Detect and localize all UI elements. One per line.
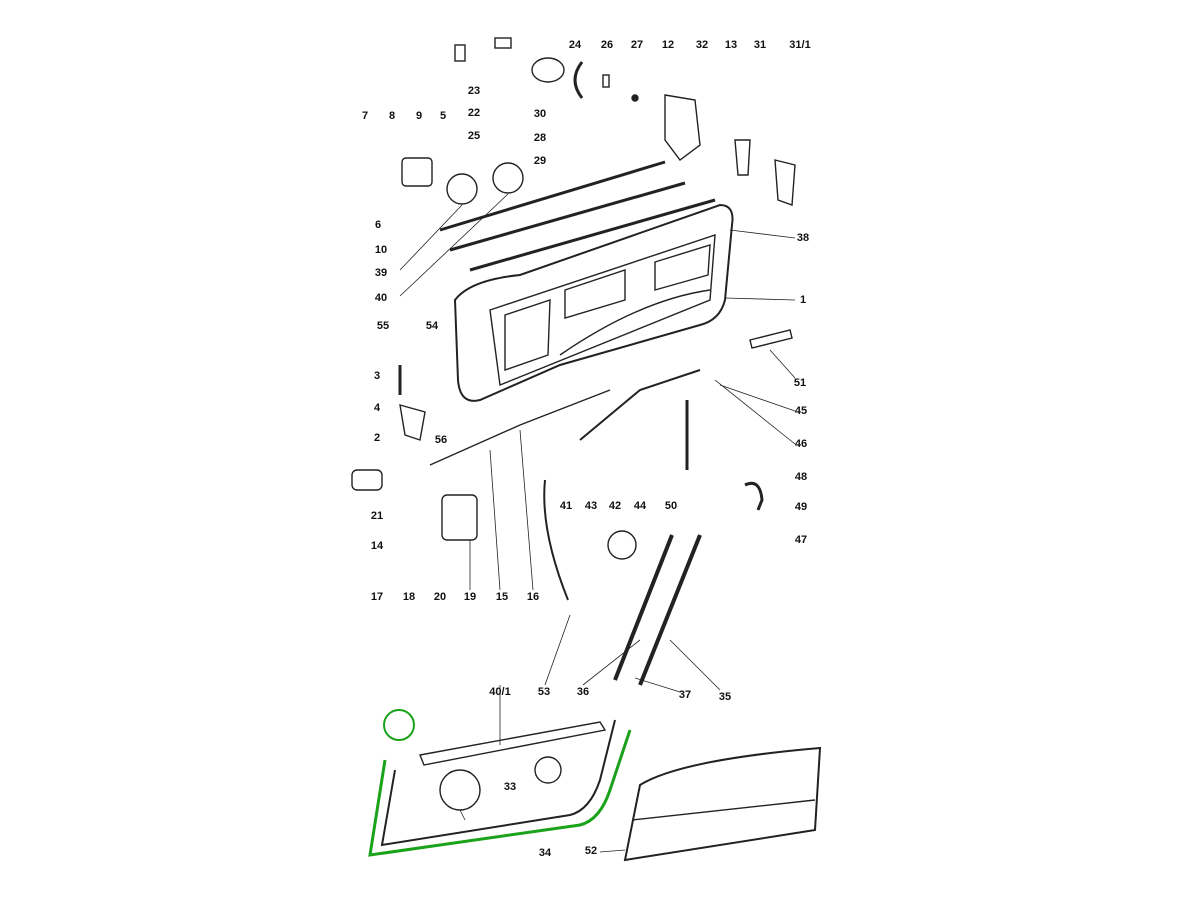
seal-34 bbox=[368, 729, 632, 857]
callout-label: 15 bbox=[495, 591, 509, 603]
rod-15 bbox=[429, 389, 611, 466]
callout-label: 16 bbox=[526, 591, 540, 603]
callout-label: 42 bbox=[608, 500, 622, 512]
callout-label: 40/1 bbox=[489, 686, 511, 698]
inner-handle-19 bbox=[441, 494, 478, 541]
key-23 bbox=[454, 44, 466, 62]
callout-label: 7 bbox=[361, 110, 369, 122]
strip-39 bbox=[439, 160, 666, 232]
callout-label: 28 bbox=[533, 132, 547, 144]
leader-lines bbox=[399, 193, 796, 853]
glass-52 bbox=[623, 746, 822, 862]
callout-label: 24 bbox=[568, 39, 582, 51]
callout-label: 52 bbox=[584, 845, 598, 857]
trim-51 bbox=[749, 329, 793, 349]
callout-label: 26 bbox=[600, 39, 614, 51]
callout-label: 12 bbox=[661, 39, 675, 51]
callout-label: 10 bbox=[374, 244, 388, 256]
key-23b bbox=[494, 37, 512, 49]
seal-33 bbox=[380, 719, 616, 847]
callout-label: 17 bbox=[370, 591, 384, 603]
callout-label: 36 bbox=[576, 686, 590, 698]
glass-trim bbox=[631, 799, 816, 821]
cable-regulator bbox=[543, 479, 569, 601]
hinge-2 bbox=[399, 404, 426, 441]
callout-label: 51 bbox=[793, 377, 807, 389]
callout-label: 30 bbox=[533, 108, 547, 120]
callout-label: 40 bbox=[374, 292, 388, 304]
callout-label: 50 bbox=[664, 500, 678, 512]
callout-label: 49 bbox=[794, 501, 808, 513]
handle-21 bbox=[351, 469, 383, 491]
callout-label: 4 bbox=[373, 402, 381, 414]
channel-36 bbox=[613, 534, 674, 681]
callout-label: 34 bbox=[538, 847, 552, 859]
callout-label: 55 bbox=[376, 320, 390, 332]
channel-profile-icon bbox=[607, 530, 637, 560]
strip-38 bbox=[469, 198, 716, 272]
callout-label: 1 bbox=[799, 294, 807, 306]
callout-label: 41 bbox=[559, 500, 573, 512]
callout-label: 56 bbox=[434, 434, 448, 446]
strip-40-1 bbox=[419, 721, 607, 766]
strip-40 bbox=[449, 181, 686, 252]
callout-label: 54 bbox=[425, 320, 439, 332]
callout-label: 25 bbox=[467, 130, 481, 142]
strip-profile-icon bbox=[492, 162, 524, 194]
callout-label: 27 bbox=[630, 39, 644, 51]
clip-26 bbox=[602, 74, 610, 88]
callout-label: 45 bbox=[794, 405, 808, 417]
callout-label: 37 bbox=[678, 689, 692, 701]
callout-label: 20 bbox=[433, 591, 447, 603]
callout-label: 33 bbox=[503, 781, 517, 793]
callout-label: 31 bbox=[753, 39, 767, 51]
lock-12 bbox=[664, 94, 701, 161]
handle-47 bbox=[744, 481, 764, 511]
door-shell bbox=[453, 203, 734, 402]
callout-label: 21 bbox=[370, 510, 384, 522]
callout-label: 47 bbox=[794, 534, 808, 546]
callout-label: 8 bbox=[388, 110, 396, 122]
callout-label: 39 bbox=[374, 267, 388, 279]
striker-31-1 bbox=[774, 159, 796, 206]
seal-profile-icon-3 bbox=[383, 709, 415, 741]
callout-label: 44 bbox=[633, 500, 647, 512]
callout-label: 18 bbox=[402, 591, 416, 603]
channel-35 bbox=[638, 534, 702, 686]
callout-label: 32 bbox=[695, 39, 709, 51]
callout-label: 6 bbox=[374, 219, 382, 231]
callout-label: 23 bbox=[467, 85, 481, 97]
callout-label: 46 bbox=[794, 438, 808, 450]
regulator-41 bbox=[579, 369, 701, 441]
callout-label: 13 bbox=[724, 39, 738, 51]
callout-label: 43 bbox=[584, 500, 598, 512]
seal-profile-icon-2 bbox=[439, 769, 481, 811]
callout-label: 9 bbox=[415, 110, 423, 122]
callout-label: 19 bbox=[463, 591, 477, 603]
callout-label: 29 bbox=[533, 155, 547, 167]
callout-label: 53 bbox=[537, 686, 551, 698]
callout-label: 31/1 bbox=[789, 39, 811, 51]
callout-label: 5 bbox=[439, 110, 447, 122]
strip-profile-icon-2 bbox=[534, 756, 562, 784]
callout-label: 48 bbox=[794, 471, 808, 483]
striker-31 bbox=[734, 139, 751, 176]
callout-label: 38 bbox=[796, 232, 810, 244]
seal-profile-icon bbox=[446, 173, 478, 205]
callout-label: 3 bbox=[373, 370, 381, 382]
callout-label: 22 bbox=[467, 107, 481, 119]
lock-22 bbox=[531, 57, 565, 83]
callout-label: 14 bbox=[370, 540, 384, 552]
callout-label: 35 bbox=[718, 691, 732, 703]
nut-27 bbox=[631, 94, 639, 102]
callout-label: 2 bbox=[373, 432, 381, 444]
seal-24 bbox=[573, 61, 584, 99]
latch-5 bbox=[401, 157, 433, 187]
